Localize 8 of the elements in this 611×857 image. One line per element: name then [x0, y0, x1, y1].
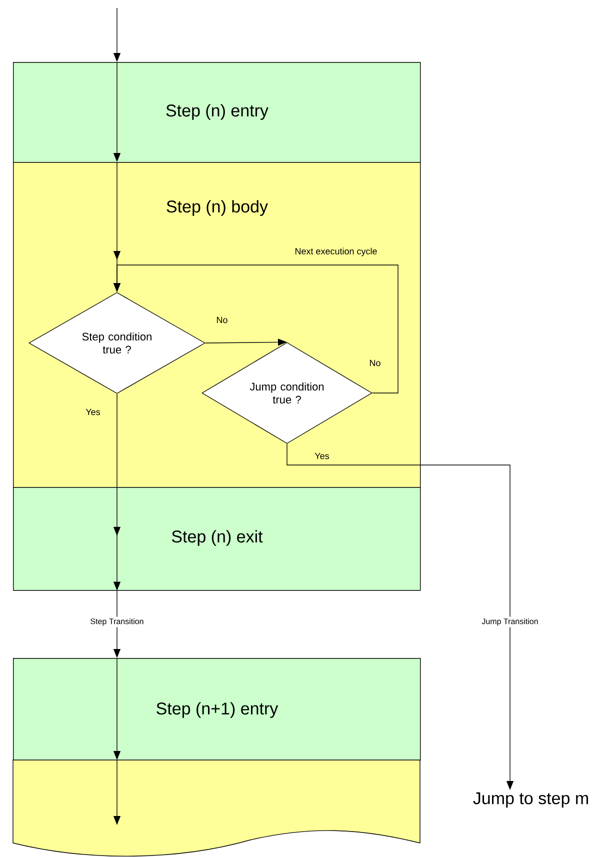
exit-box: Step (n) exit: [13, 487, 421, 591]
target-text: Jump to step m: [473, 792, 588, 808]
entry-box: Step (n) entry: [13, 62, 421, 163]
entry-box: Step (n+1) entry: [13, 658, 421, 761]
body-box: [12, 760, 420, 856]
edge-label: Jump Transition: [480, 616, 540, 628]
loop-label: Next execution cycle: [293, 246, 379, 258]
edge-label: Step Transition: [88, 616, 146, 628]
